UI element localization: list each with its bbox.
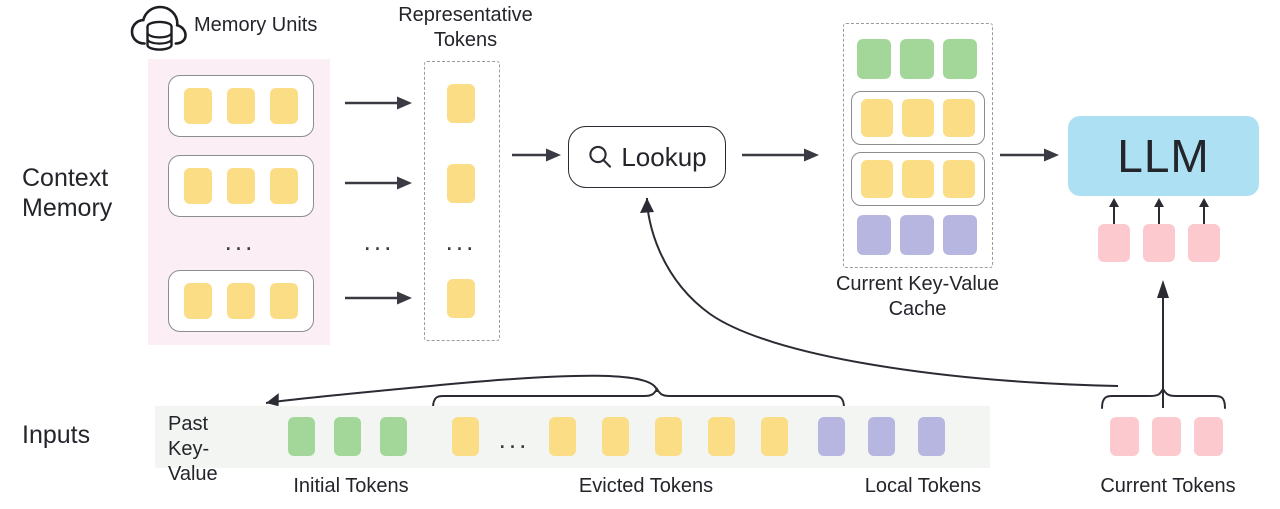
arrow-lookup-to-kv-cache xyxy=(742,147,820,163)
token-chip-yellow xyxy=(902,99,934,137)
input-token-chip-current xyxy=(1194,417,1223,456)
token-chip-yellow xyxy=(184,168,212,204)
llm-input-token-chip xyxy=(1098,224,1130,262)
token-chip-purple xyxy=(857,215,891,255)
kv-cache-row-initial xyxy=(857,38,977,80)
token-chip-yellow xyxy=(943,160,975,198)
input-token-chip-evicted xyxy=(602,417,629,456)
connector-evicted-to-memory xyxy=(240,330,860,410)
heading-memory-units: Memory Units xyxy=(194,14,318,36)
memory-unit[interactable] xyxy=(168,155,314,217)
token-chip-green xyxy=(900,39,934,79)
current-kv-cache-box xyxy=(843,23,993,268)
input-token-chip-initial xyxy=(334,417,361,456)
arrow-memory-to-representative xyxy=(345,290,413,306)
llm-input-arrows xyxy=(1106,198,1222,224)
arrow-column-ellipsis: ... xyxy=(363,226,395,256)
kv-cache-row-retrieved xyxy=(851,152,985,206)
input-token-chip-current xyxy=(1110,417,1139,456)
caption-evicted-tokens: Evicted Tokens xyxy=(578,475,714,497)
kv-cache-row-local xyxy=(857,214,977,256)
input-token-chip-current xyxy=(1152,417,1181,456)
heading-representative-tokens: Representative Tokens xyxy=(398,4,533,51)
llm-input-token-chip xyxy=(1188,224,1220,262)
representative-tokens-ellipsis: ... xyxy=(445,226,477,256)
token-chip-green xyxy=(857,39,891,79)
input-token-chip-initial xyxy=(380,417,407,456)
past-key-value-label: Past Key-Value xyxy=(168,413,218,485)
arrow-memory-to-representative xyxy=(345,175,413,191)
input-token-chip-evicted xyxy=(549,417,576,456)
token-chip-yellow xyxy=(943,99,975,137)
token-chip-green xyxy=(943,39,977,79)
arrow-memory-to-representative xyxy=(345,95,413,111)
representative-token-chip xyxy=(447,164,475,203)
cloud-database-icon xyxy=(130,4,188,52)
token-chip-yellow xyxy=(861,160,893,198)
input-token-chip-initial xyxy=(288,417,315,456)
token-chip-purple xyxy=(943,215,977,255)
llm-label: LLM xyxy=(1117,130,1210,182)
token-chip-purple xyxy=(900,215,934,255)
input-token-chip-local xyxy=(918,417,945,456)
row-label-inputs: Inputs xyxy=(22,421,91,449)
memory-unit[interactable] xyxy=(168,75,314,137)
token-chip-yellow xyxy=(227,168,255,204)
caption-current-kv-cache: Current Key-Value Cache xyxy=(835,273,1000,320)
arrow-kv-cache-to-llm xyxy=(1000,147,1060,163)
search-icon xyxy=(587,144,613,170)
lookup-button[interactable]: Lookup xyxy=(568,126,726,188)
token-chip-yellow xyxy=(270,283,298,319)
row-label-context-memory: Context Memory xyxy=(22,164,113,222)
llm-input-token-chip xyxy=(1143,224,1175,262)
token-chip-yellow xyxy=(902,160,934,198)
arrow-representative-to-lookup xyxy=(512,147,562,163)
inputs-ellipsis: ... xyxy=(498,424,530,454)
llm-box[interactable]: LLM xyxy=(1068,116,1259,196)
token-chip-yellow xyxy=(184,283,212,319)
token-chip-yellow xyxy=(270,88,298,124)
token-chip-yellow xyxy=(270,168,298,204)
token-chip-yellow xyxy=(227,88,255,124)
input-token-chip-evicted xyxy=(655,417,682,456)
caption-local-tokens: Local Tokens xyxy=(864,475,982,497)
representative-token-chip xyxy=(447,84,475,123)
memory-units-ellipsis: ... xyxy=(224,226,256,256)
representative-token-chip xyxy=(447,279,475,318)
input-token-chip-local xyxy=(868,417,895,456)
token-chip-yellow xyxy=(227,283,255,319)
input-token-chip-evicted xyxy=(708,417,735,456)
representative-tokens-box xyxy=(424,61,500,341)
lookup-label: Lookup xyxy=(621,141,707,172)
input-token-chip-evicted xyxy=(761,417,788,456)
connector-current-tokens-brace xyxy=(1080,280,1260,410)
token-chip-yellow xyxy=(861,99,893,137)
kv-cache-row-retrieved xyxy=(851,91,985,145)
input-token-chip-evicted xyxy=(452,417,479,456)
caption-initial-tokens: Initial Tokens xyxy=(293,475,409,497)
connector-current-to-lookup xyxy=(640,186,1160,411)
input-token-chip-local xyxy=(818,417,845,456)
token-chip-yellow xyxy=(184,88,212,124)
memory-unit[interactable] xyxy=(168,270,314,332)
caption-current-tokens: Current Tokens xyxy=(1100,475,1236,497)
